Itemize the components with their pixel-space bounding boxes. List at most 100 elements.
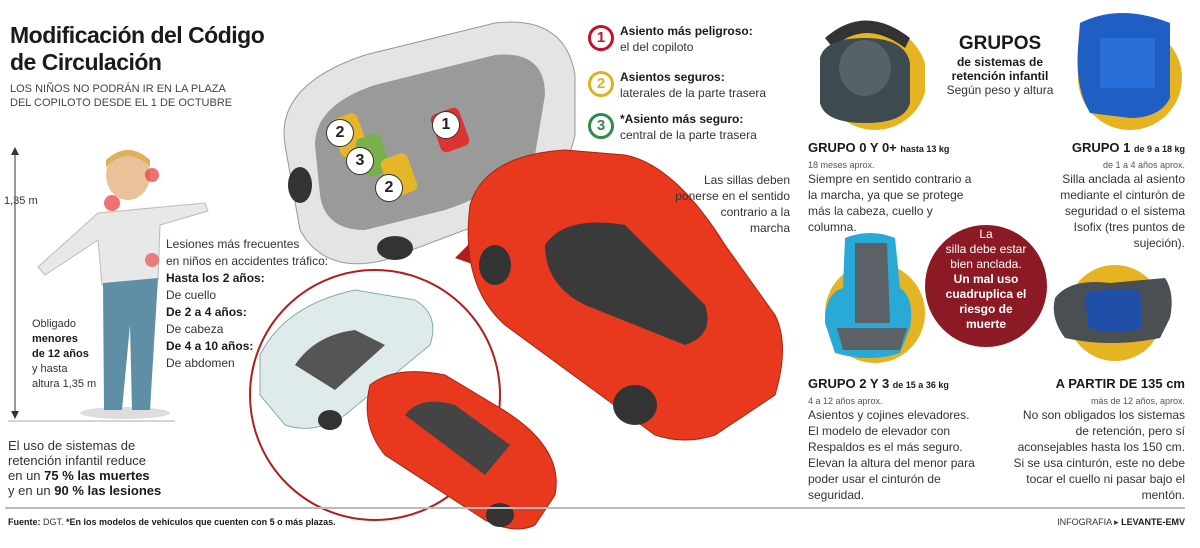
seat-badge: 2 [326, 119, 354, 147]
desc-line: sujeción). [1133, 236, 1185, 250]
desc-line: la marcha, ya que se protege [808, 188, 964, 202]
number-1-icon: 1 [588, 25, 614, 51]
child-hair [106, 150, 150, 167]
legend-desc: central de la parte trasera [620, 128, 757, 142]
footer-divider [5, 507, 1185, 509]
note-line: y hasta [32, 363, 68, 375]
footer-credit: INFOGRAFIA ▸ LEVANTE-EMV [1057, 517, 1185, 528]
note-line: altura 1,35 m [32, 378, 97, 390]
text: en un [8, 468, 45, 483]
group-0-seat-image [820, 20, 925, 130]
group-desc: No son obligados los sistemas de retenci… [975, 407, 1185, 503]
group-age: 4 a 12 años aprox. [808, 396, 883, 406]
groups-heading: GRUPOS de sistemas de retención infantil… [930, 33, 1070, 98]
desc-line: poder usar el cinturón de [808, 472, 941, 486]
group-weight: de 15 a 36 kg [892, 380, 949, 390]
warning-line: riesgo de [959, 302, 1013, 316]
deaths-stat: 75 % las muertes [44, 468, 150, 483]
injury-neck [145, 168, 159, 182]
injury-type: De cuello [166, 288, 217, 302]
shadow [80, 407, 170, 419]
warning-line: bien anclada. [950, 257, 1022, 271]
group-2-3: GRUPO 2 Y 3 de 15 a 36 kg 4 a 12 años ap… [808, 376, 1018, 503]
note-line: ponerse en el sentido [675, 189, 790, 203]
warning-line: La [979, 227, 993, 241]
warning-line: muerte [965, 317, 1006, 331]
group-weight: hasta 13 kg [900, 144, 950, 154]
child-illustration [8, 147, 209, 422]
child-head [106, 150, 150, 200]
reduction-line: El uso de sistemas de [8, 438, 136, 453]
injury-head [104, 195, 120, 211]
desc-line: más la cabeza, cuello y [808, 204, 933, 218]
group-age: de 1 a 4 años aprox. [1102, 160, 1185, 170]
source-label: Fuente: [8, 517, 41, 527]
warning-line: cuadruplica el [945, 287, 1027, 301]
zoom-circle [249, 269, 501, 521]
group-2-3-seat-image [825, 233, 925, 363]
legend-item-1: 1 Asiento más peligroso: el del copiloto [588, 23, 753, 55]
group-weight: de 9 a 18 kg [1133, 144, 1185, 154]
injury-age: De 2 a 4 años: [166, 305, 247, 319]
seat-badge: 1 [432, 111, 460, 139]
injuries-intro: Lesiones más frecuentes [166, 237, 300, 251]
footnote: *En los modelos de vehículos que cuenten… [66, 517, 336, 527]
subtitle-line: Los niños no podrán ir en la plaza [10, 83, 226, 95]
legend-desc: el del copiloto [620, 40, 694, 54]
title-line: Modificación del Código [10, 22, 265, 48]
arrow-down-icon [11, 411, 19, 419]
desc-line: seguridad o el sistema [1064, 204, 1185, 218]
group-1: GRUPO 1 de 9 a 18 kg de 1 a 4 años aprox… [985, 140, 1185, 251]
child-jeans [103, 278, 158, 410]
desc-line: Isofix (tres puntos de [1073, 220, 1185, 234]
injuries-stat: 90 % las lesiones [54, 483, 162, 498]
note-line: Las sillas deben [703, 173, 790, 187]
height-label: 1,35 m [4, 195, 38, 207]
injury-type: De abdomen [166, 356, 235, 370]
warning-line: Un mal uso [953, 272, 1019, 286]
subtitle-line: del copiloto desde el 1 de octubre [10, 97, 233, 109]
desc-line: tocar el cuello ni pasar bajo el [1026, 472, 1185, 486]
number-3-icon: 3 [588, 113, 614, 139]
desc-line: seguridad. [808, 488, 865, 502]
group-1-seat-image [1077, 13, 1182, 130]
injury-age: Hasta los 2 años: [166, 271, 265, 285]
group-desc: Siempre en sentido contrario a la marcha… [808, 171, 1008, 235]
desc-line: Siempre en sentido contrario a [808, 172, 972, 186]
white-car-small [259, 289, 434, 430]
injury-type: De cabeza [166, 322, 224, 336]
triangle-right-icon: ▸ [1114, 517, 1119, 527]
legend-item-3: 3 *Asiento más seguro:central de la part… [588, 111, 757, 143]
legend-item-2: 2 Asientos seguros:laterales de la parte… [588, 69, 767, 101]
injury-abdomen [145, 253, 159, 267]
source: DGT. [43, 517, 64, 527]
group-0: GRUPO 0 Y 0+ hasta 13 kg 18 meses aprox.… [808, 140, 1008, 235]
footer-source: Fuente: DGT. *En los modelos de vehículo… [8, 517, 336, 527]
desc-line: Respaldos es el más seguro. [808, 440, 963, 454]
number-2-icon: 2 [588, 71, 614, 97]
seat-badge: 3 [346, 147, 374, 175]
legend-desc: laterales de la parte trasera [620, 86, 767, 100]
group-name: GRUPO 2 Y 3 [808, 376, 890, 391]
desc-line: Asientos y cojines elevadores. [808, 408, 970, 422]
warning-line: silla debe estar [945, 242, 1027, 256]
desc-line: No son obligados los sistemas [1022, 408, 1185, 422]
desc-line: aconsejables hasta los 150 cm. [1017, 440, 1185, 454]
seat-badge: 2 [375, 174, 403, 202]
text: y en un [8, 483, 55, 498]
reduction-note: El uso de sistemas de retención infantil… [8, 438, 161, 498]
obligado-note: Obligado menores de 12 años y hasta altu… [32, 317, 96, 392]
group-name: A PARTIR DE 135 cm [1055, 376, 1185, 391]
desc-line: mediante el cinturón de [1060, 188, 1185, 202]
direction-note: Las sillas deben ponerse en el sentido c… [620, 172, 790, 236]
groups-title: GRUPOS [958, 33, 1042, 54]
group-name: GRUPO 1 [1071, 140, 1131, 155]
group-age: 18 meses aprox. [808, 160, 875, 170]
legend-title: Asiento más peligroso: [620, 24, 753, 38]
credit: LEVANTE-EMV [1121, 517, 1185, 527]
reduction-line: retención infantil reduce [8, 453, 147, 468]
note-line: de 12 años [32, 348, 89, 360]
group-desc: Silla anclada al asiento mediante el cin… [985, 171, 1185, 251]
red-car-small [366, 371, 557, 530]
desc-line: de retención, pero sí [1075, 424, 1185, 438]
